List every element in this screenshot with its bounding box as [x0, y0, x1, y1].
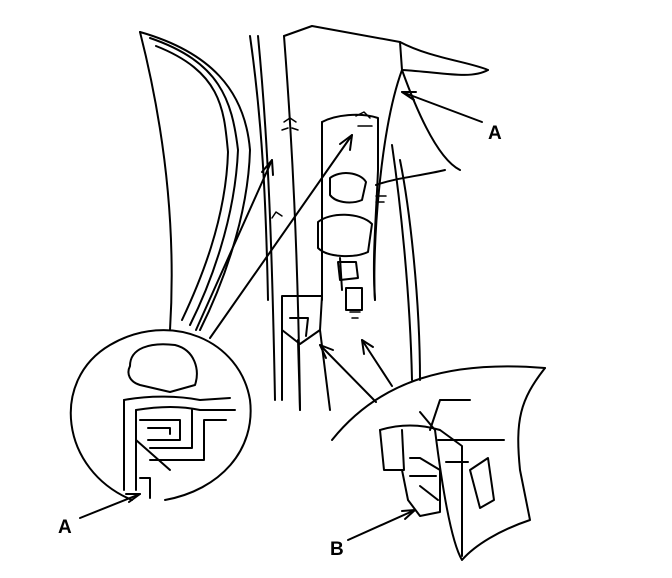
- leader-a-bottom: [79, 493, 141, 519]
- clip-markers: [271, 111, 387, 319]
- arrow-to-belt-clip: [361, 339, 393, 387]
- b-pillar: [257, 25, 489, 411]
- callout-a-bottom: A: [58, 517, 72, 538]
- arrow-to-lower-clip: [319, 344, 377, 403]
- seal-detail-circle: [69, 329, 252, 501]
- clip-detail-panel: [331, 365, 546, 561]
- callout-a-top: A: [488, 123, 502, 144]
- pointer-arrows: [79, 91, 483, 541]
- arrow-to-panel: [209, 134, 353, 339]
- door-frame: [139, 31, 269, 331]
- callout-b: B: [330, 539, 344, 560]
- inner-pillar-panel: [281, 113, 379, 411]
- arrow-to-frame: [195, 159, 273, 331]
- leader-a-top: [401, 91, 483, 123]
- leader-b: [347, 509, 416, 541]
